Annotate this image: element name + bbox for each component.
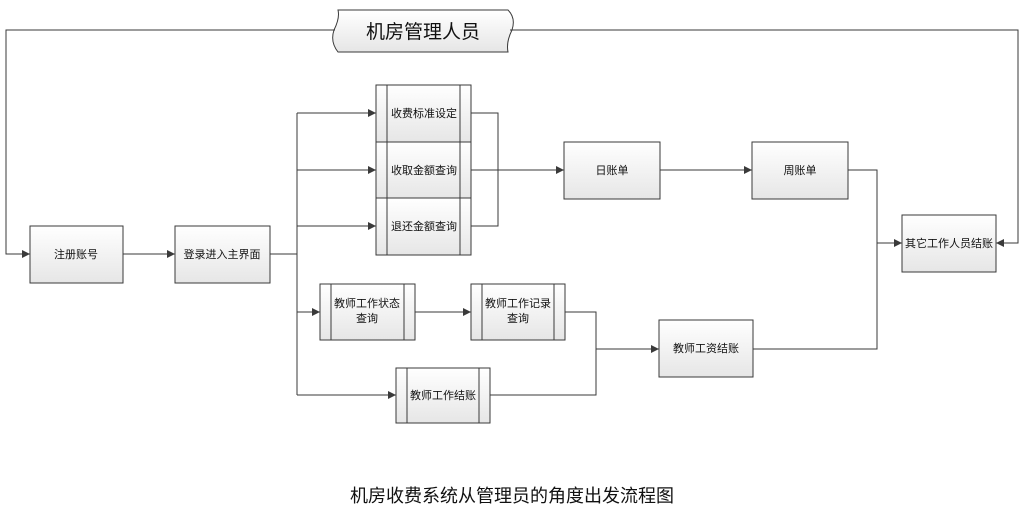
node-fee-standard: 收费标准设定 (375, 84, 472, 143)
node-teacher-status: 教师工作状态 查询 (319, 283, 416, 341)
node-daily-bill: 日账单 (563, 141, 661, 200)
node-refund-query-label: 退还金额查询 (391, 219, 457, 233)
edge-teacher-merge (490, 311, 597, 396)
node-teacher-salary-settle-label: 教师工资结账 (673, 342, 739, 355)
node-login: 登录进入主界面 (174, 225, 271, 284)
node-fee-standard-label: 收费标准设定 (391, 106, 457, 120)
node-teacher-work-settle: 教师工作结账 (395, 367, 491, 424)
node-other-staff-settle-label: 其它工作人员结账 (905, 236, 993, 250)
node-teacher-record-label-1: 教师工作记录 (485, 297, 551, 310)
diagram-caption: 机房收费系统从管理员的角度出发流程图 (350, 486, 674, 507)
node-login-label: 登录进入主界面 (184, 247, 261, 261)
edge-banner-other-settle (510, 29, 1019, 247)
edge-salary-other-settle (753, 243, 878, 350)
node-charge-query: 收取金额查询 (375, 141, 472, 199)
node-teacher-status-label-2: 查询 (356, 311, 378, 325)
edge-banner-register (5, 29, 335, 258)
edge-weekly-other-settle (848, 169, 902, 247)
node-register-label: 注册账号 (54, 247, 98, 261)
banner-node: 机房管理人员 (332, 9, 514, 53)
node-weekly-bill-label: 周账单 (784, 164, 817, 177)
node-teacher-record-label-2: 查询 (507, 311, 529, 325)
connectors (5, 29, 1019, 399)
node-teacher-salary-settle: 教师工资结账 (658, 319, 754, 378)
node-teacher-record: 教师工作记录 查询 (470, 283, 566, 341)
node-charge-query-label: 收取金额查询 (391, 163, 457, 177)
node-weekly-bill: 周账单 (751, 141, 849, 200)
node-register: 注册账号 (29, 225, 124, 284)
node-other-staff-settle: 其它工作人员结账 (901, 214, 997, 273)
node-refund-query: 退还金额查询 (375, 197, 472, 256)
banner-text: 机房管理人员 (366, 21, 480, 43)
node-daily-bill-label: 日账单 (596, 164, 629, 177)
node-teacher-work-settle-label: 教师工作结账 (410, 389, 476, 402)
node-teacher-status-label-1: 教师工作状态 (334, 296, 400, 310)
